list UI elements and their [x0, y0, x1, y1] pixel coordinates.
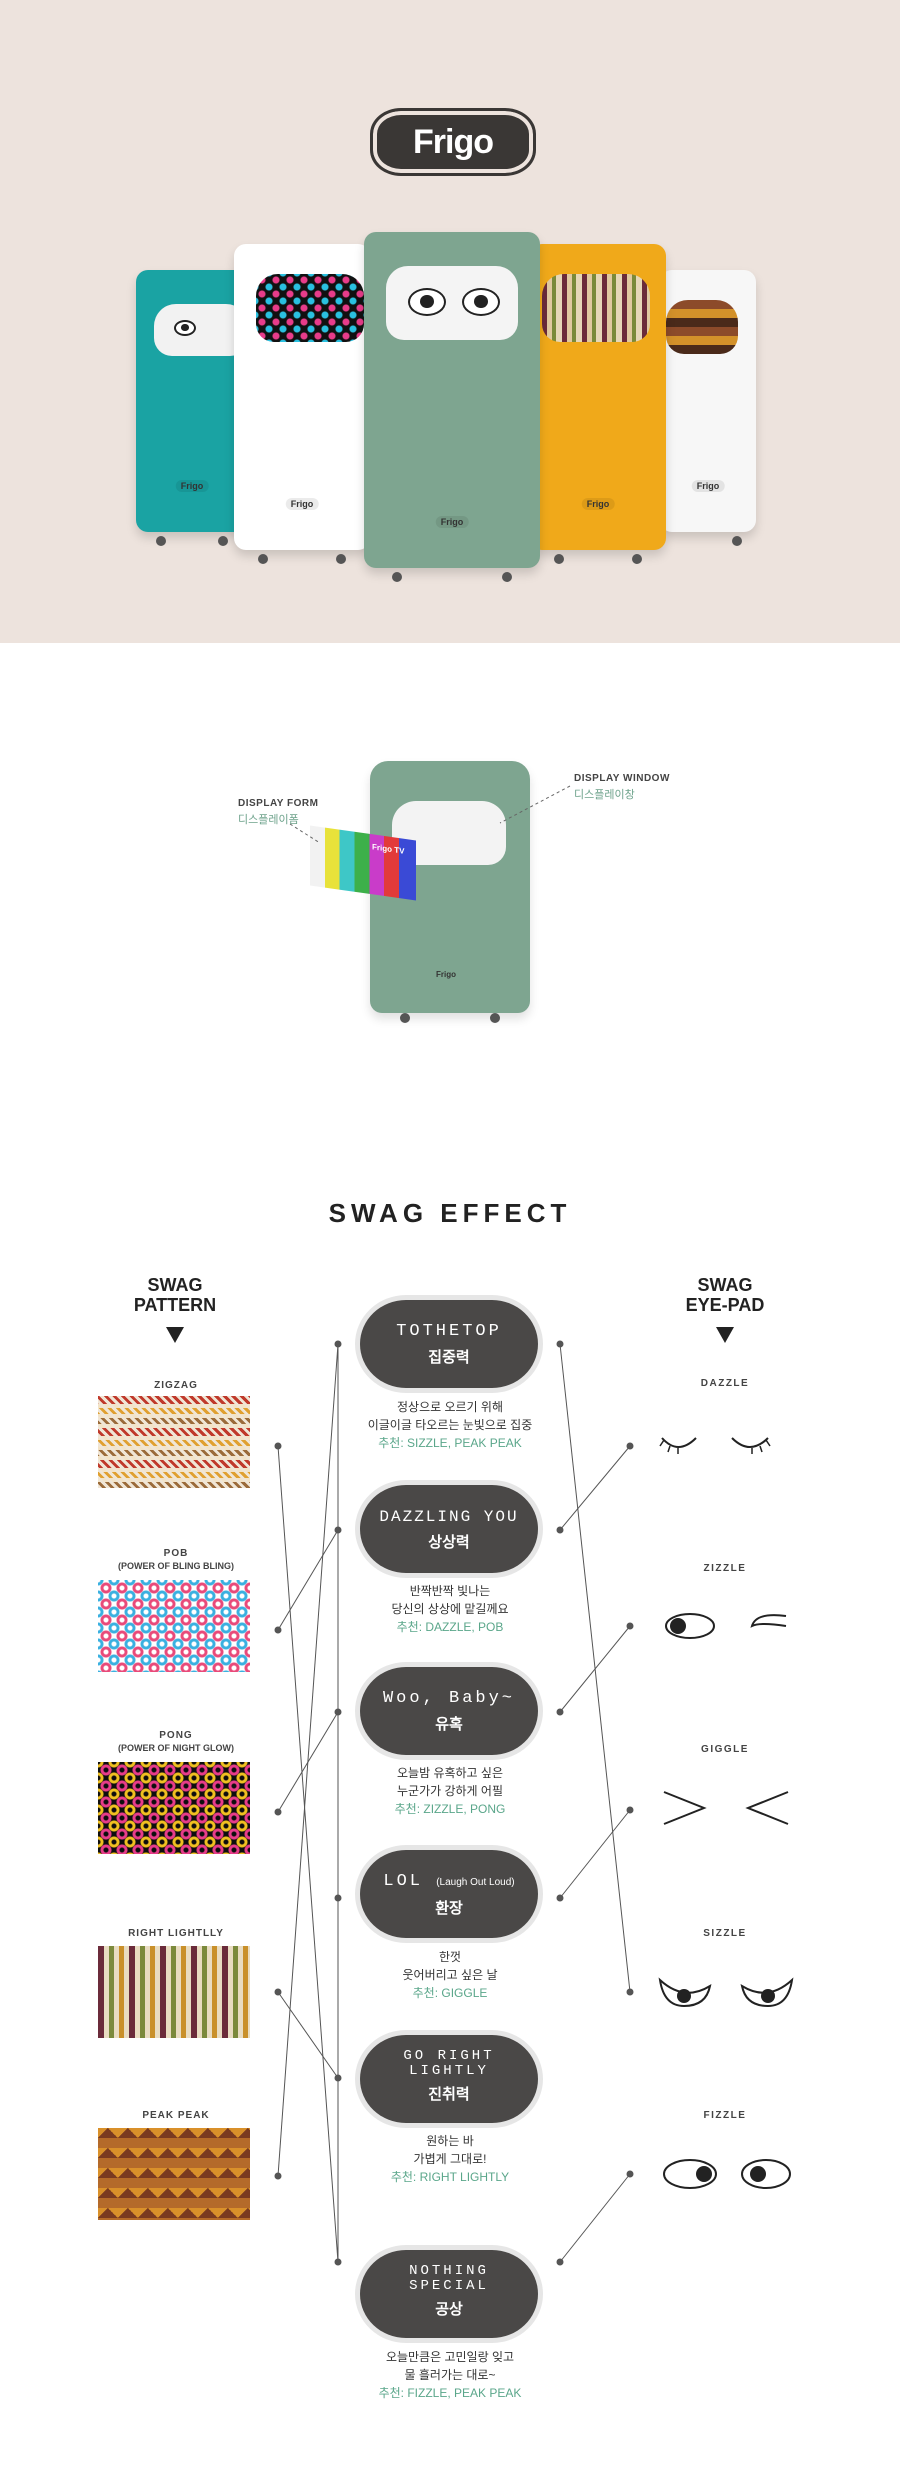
peak-peak-pattern: [98, 2128, 250, 2220]
fridge-white-left: Frigo: [234, 244, 370, 564]
hero-banner: Frigo Frigo Frigo Frigo Frigo Frigo: [0, 0, 900, 643]
swag-effect-title: SWAG EFFECT: [328, 1198, 572, 1228]
closed-eyes-icon: [659, 1437, 771, 1454]
side-glance-eyes-icon: [663, 2159, 791, 2189]
frigo-logo: Frigo: [370, 108, 536, 176]
eye-pad: [154, 304, 248, 356]
fridge-green: Frigo: [364, 232, 540, 582]
fridge-white-right: Frigo: [660, 270, 756, 546]
pattern-label: POB(POWER OF BLING BLING): [118, 1548, 234, 1571]
pattern-label: PONG(POWER OF NIGHT GLOW): [118, 1730, 234, 1753]
eyepad-label: ZIZZLE: [703, 1563, 747, 1574]
pattern-label: PEAK PEAK: [142, 2110, 210, 2121]
fridge-orange: Frigo: [530, 244, 666, 564]
fridge-teal: Frigo: [136, 270, 248, 546]
eyepad-label: FIZZLE: [703, 2110, 747, 2121]
effect-pill-lol: LOL (Laugh Out Loud)환장: [360, 1850, 538, 1938]
eyepad-label: DAZZLE: [700, 1378, 750, 1389]
peak-pattern-pad: [666, 300, 738, 354]
pattern-label: ZIGZAG: [154, 1380, 198, 1391]
eyepad-label: SIZZLE: [703, 1928, 747, 1939]
display-window-label: DISPLAY WINDOW: [574, 773, 670, 784]
display-window-label-kr: 디스플레이창: [574, 789, 635, 801]
effect-pill-woo-baby: Woo, Baby~유혹: [360, 1667, 538, 1755]
wink-eyes-icon: [665, 1613, 787, 1639]
pob-pattern: [98, 1580, 250, 1672]
display-form-label-kr: 디스플레이폼: [238, 814, 299, 826]
pong-pattern-pad: [256, 274, 364, 342]
angry-eyes-icon: [658, 1977, 794, 2008]
squint-eyes-icon: [663, 1791, 789, 1825]
right-lightly-pattern: [98, 1946, 250, 2038]
display-pointer-lines: [289, 785, 571, 844]
pong-pattern: [98, 1762, 250, 1854]
down-triangle-icon: [166, 1327, 184, 1343]
eyepad-label: GIGGLE: [701, 1744, 749, 1755]
stripe-pattern-pad: [542, 274, 650, 342]
sizzle-eye-pad: [386, 266, 518, 340]
display-section: Frigo Frigo TV DISPLAY FORM 디스플레이폼 DISPL…: [0, 643, 900, 1163]
pattern-label: RIGHT LIGHTLLY: [128, 1928, 224, 1939]
down-triangle-icon: [716, 1327, 734, 1343]
display-form-label: DISPLAY FORM: [238, 798, 319, 809]
zigzag-pattern: [98, 1396, 250, 1488]
